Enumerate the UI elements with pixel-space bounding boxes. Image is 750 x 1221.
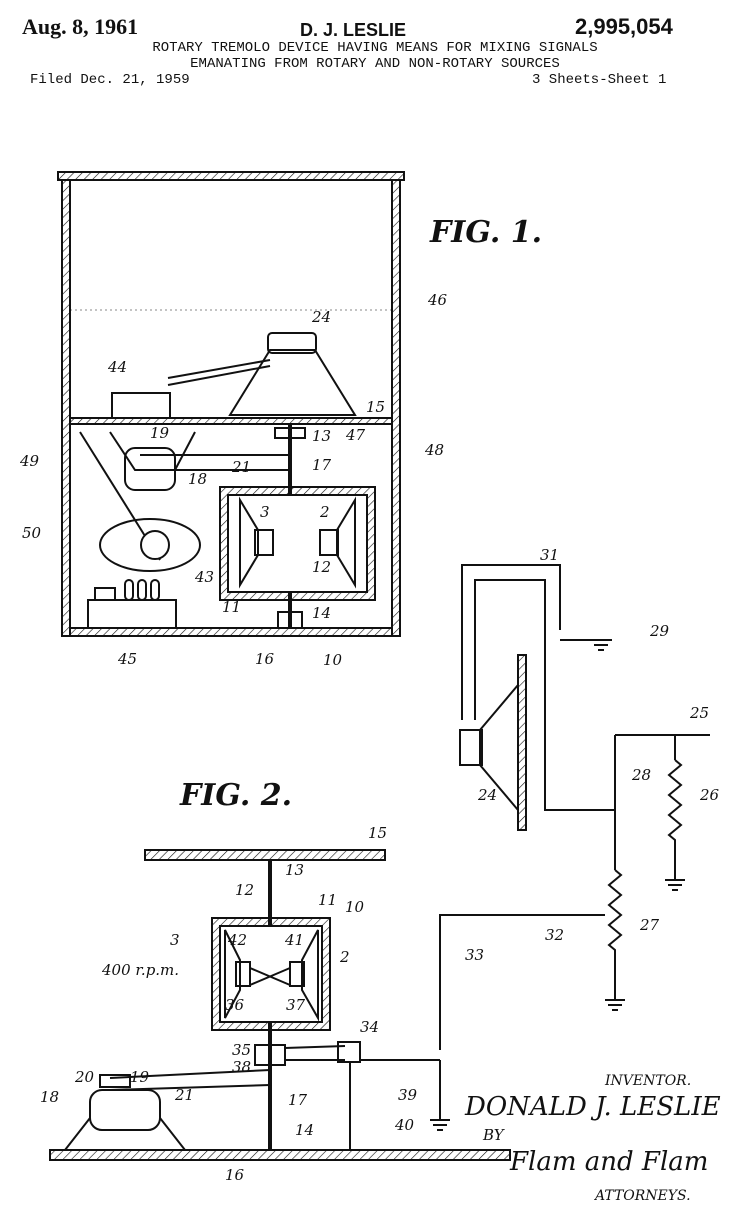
svg-text:17: 17 bbox=[312, 456, 332, 474]
inventor-name: D. J. LESLIE bbox=[300, 20, 407, 40]
svg-text:19: 19 bbox=[150, 424, 170, 442]
fig1-horn bbox=[167, 332, 357, 416]
svg-text:3: 3 bbox=[260, 503, 270, 521]
fig1-motor bbox=[79, 431, 196, 561]
svg-text:10: 10 bbox=[323, 651, 343, 669]
svg-text:19: 19 bbox=[130, 1068, 150, 1086]
svg-text:3: 3 bbox=[170, 931, 180, 949]
circuit-reference-numerals: 31 29 25 28 26 24 27 32 33 bbox=[465, 546, 720, 964]
svg-text:45: 45 bbox=[117, 650, 137, 668]
fig1-title: FIG. 1. bbox=[429, 215, 542, 250]
svg-text:13: 13 bbox=[312, 427, 331, 445]
inventor-signature: DONALD J. LESLIE bbox=[464, 1092, 721, 1122]
svg-text:2: 2 bbox=[339, 948, 350, 966]
speed-label: 400 r.p.m. bbox=[101, 961, 179, 979]
svg-text:12: 12 bbox=[312, 558, 331, 576]
svg-text:18: 18 bbox=[40, 1088, 59, 1106]
svg-text:50: 50 bbox=[22, 524, 42, 542]
svg-text:24: 24 bbox=[311, 308, 331, 326]
patent-title-line2: EMANATING FROM ROTARY AND NON-ROTARY SOU… bbox=[190, 56, 560, 72]
svg-text:35: 35 bbox=[232, 1041, 251, 1059]
patent-number: 2,995,054 bbox=[575, 14, 673, 39]
filed-date: Filed Dec. 21, 1959 bbox=[30, 72, 190, 88]
svg-text:44: 44 bbox=[107, 358, 127, 376]
by-label: BY bbox=[482, 1126, 506, 1144]
svg-text:16: 16 bbox=[255, 650, 275, 668]
svg-text:36: 36 bbox=[225, 996, 245, 1014]
svg-text:46: 46 bbox=[427, 291, 448, 309]
patent-title-line1: ROTARY TREMOLO DEVICE HAVING MEANS FOR M… bbox=[152, 40, 598, 56]
svg-text:47: 47 bbox=[345, 426, 366, 444]
circuit-diagram bbox=[439, 564, 710, 1050]
fig1-reference-numerals: 46 24 44 15 47 13 19 17 21 18 48 49 3 2 … bbox=[19, 291, 448, 669]
svg-text:33: 33 bbox=[465, 946, 484, 964]
svg-text:11: 11 bbox=[222, 598, 241, 616]
svg-text:32: 32 bbox=[545, 926, 564, 944]
svg-text:21: 21 bbox=[231, 458, 251, 476]
svg-text:31: 31 bbox=[540, 546, 559, 564]
svg-text:38: 38 bbox=[232, 1058, 251, 1076]
svg-text:16: 16 bbox=[225, 1166, 245, 1184]
patent-date: Aug. 8, 1961 bbox=[22, 14, 139, 39]
svg-text:17: 17 bbox=[288, 1091, 308, 1109]
svg-text:43: 43 bbox=[194, 568, 214, 586]
fig1-cabinet bbox=[57, 171, 405, 637]
fig1-rotor bbox=[140, 424, 376, 629]
svg-text:18: 18 bbox=[188, 470, 207, 488]
svg-text:26: 26 bbox=[699, 786, 720, 804]
svg-text:41: 41 bbox=[284, 931, 304, 949]
svg-text:24: 24 bbox=[477, 786, 497, 804]
svg-text:14: 14 bbox=[312, 604, 331, 622]
svg-text:14: 14 bbox=[295, 1121, 314, 1139]
svg-text:27: 27 bbox=[639, 916, 660, 934]
svg-text:40: 40 bbox=[394, 1116, 415, 1134]
svg-text:15: 15 bbox=[366, 398, 385, 416]
svg-text:2: 2 bbox=[319, 503, 330, 521]
svg-text:37: 37 bbox=[286, 996, 306, 1014]
svg-text:25: 25 bbox=[689, 704, 709, 722]
signature-block: INVENTOR. DONALD J. LESLIE BY Flam and F… bbox=[464, 1073, 721, 1204]
svg-text:48: 48 bbox=[424, 441, 444, 459]
svg-text:42: 42 bbox=[227, 931, 247, 949]
svg-text:49: 49 bbox=[19, 452, 40, 470]
svg-text:34: 34 bbox=[360, 1018, 379, 1036]
fig2-title: FIG. 2. bbox=[179, 778, 292, 813]
svg-text:20: 20 bbox=[74, 1068, 95, 1086]
sheet-number: 3 Sheets-Sheet 1 bbox=[532, 72, 667, 88]
svg-text:11: 11 bbox=[318, 891, 337, 909]
fig2-reference-numerals: 15 13 12 11 10 3 42 41 2 36 37 35 34 38 … bbox=[40, 824, 418, 1184]
fig1-reflector bbox=[99, 518, 201, 572]
fig1-control-box bbox=[111, 392, 171, 419]
svg-text:28: 28 bbox=[631, 766, 651, 784]
inventor-caption: INVENTOR. bbox=[604, 1073, 691, 1089]
svg-text:15: 15 bbox=[368, 824, 387, 842]
fig1-amplifier bbox=[87, 579, 177, 629]
fig2-assembly bbox=[49, 849, 511, 1161]
svg-text:13: 13 bbox=[285, 861, 304, 879]
attorneys-signature: Flam and Flam bbox=[509, 1147, 708, 1177]
svg-text:10: 10 bbox=[345, 898, 365, 916]
svg-text:39: 39 bbox=[398, 1086, 418, 1104]
attorneys-caption: ATTORNEYS. bbox=[593, 1188, 691, 1204]
svg-text:29: 29 bbox=[649, 622, 670, 640]
svg-text:21: 21 bbox=[174, 1086, 194, 1104]
svg-text:12: 12 bbox=[235, 881, 254, 899]
